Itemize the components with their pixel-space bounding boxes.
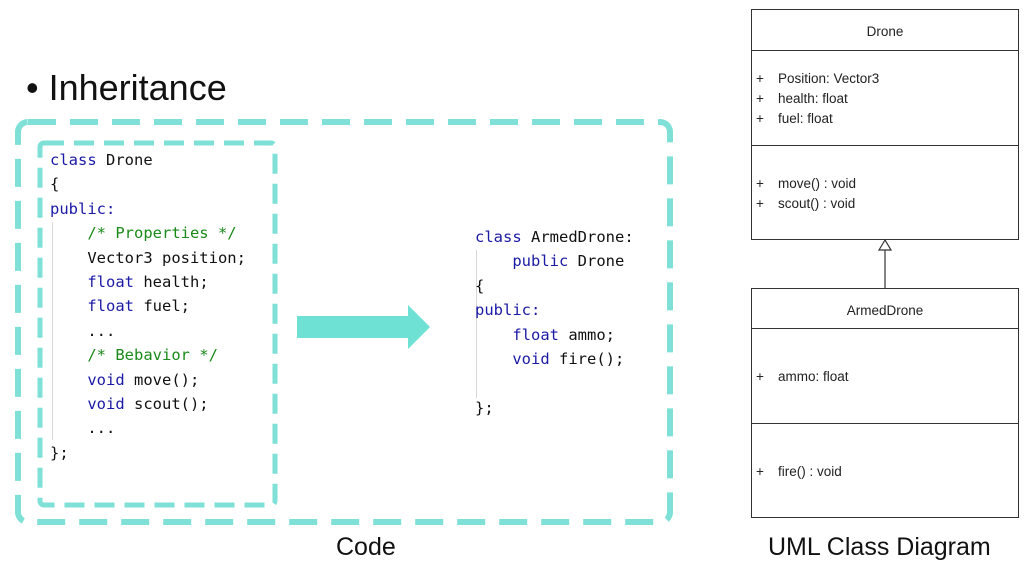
code-line: ... xyxy=(50,416,246,440)
outer-dashed-frame xyxy=(15,119,673,525)
indent-guide-right xyxy=(476,250,477,398)
uml-attribute: +ammo: float xyxy=(756,369,849,384)
code-keyword: class xyxy=(475,228,522,246)
code-comment: /* Properties */ xyxy=(87,224,237,243)
code-keyword: class xyxy=(50,151,97,169)
code-line: public: xyxy=(50,197,246,221)
code-text: ammo; xyxy=(559,325,615,344)
code-text: fuel; xyxy=(134,297,190,316)
code-keyword: void xyxy=(87,370,125,389)
uml-divider xyxy=(752,328,1018,329)
code-text: Vector3 position; xyxy=(50,248,246,267)
code-line: public: xyxy=(475,298,634,322)
uml-operation: +scout() : void xyxy=(756,196,856,211)
code-text: { xyxy=(50,175,60,194)
code-keyword: void xyxy=(512,350,550,369)
uml-class-drone: Drone +Position: Vector3 +health: float … xyxy=(751,9,1019,240)
title-text: Inheritance xyxy=(48,67,227,108)
uml-attribute: +Position: Vector3 xyxy=(756,71,880,86)
code-keyword: public: xyxy=(50,199,116,218)
code-line: Vector3 position; xyxy=(50,246,246,270)
right-arrow-icon xyxy=(297,305,430,349)
code-keyword: float xyxy=(87,273,134,292)
uml-class-name: Drone xyxy=(866,24,904,39)
code-frame-graphics xyxy=(15,119,673,525)
code-text xyxy=(475,326,512,344)
code-text: }; xyxy=(50,443,69,462)
code-text: fire(); xyxy=(549,350,625,369)
code-comment: /* Bebavior */ xyxy=(87,346,218,365)
code-text: ... xyxy=(50,419,116,438)
code-line: ... xyxy=(50,319,246,343)
code-line: { xyxy=(475,274,634,298)
code-text: }; xyxy=(475,398,494,417)
uml-divider xyxy=(752,145,1018,146)
uml-operation: +move() : void xyxy=(756,176,857,191)
code-keyword: public xyxy=(512,252,569,271)
uml-divider xyxy=(752,50,1018,51)
uml-divider xyxy=(752,423,1018,424)
code-keyword: float xyxy=(512,325,559,344)
inner-dashed-frame xyxy=(37,140,278,508)
code-line: void fire(); xyxy=(475,347,634,371)
code-text xyxy=(50,371,87,389)
code-keyword: public: xyxy=(475,301,541,320)
uml-caption: UML Class Diagram xyxy=(768,533,991,561)
uml-operation: +fire() : void xyxy=(756,464,842,479)
code-text xyxy=(50,395,87,413)
code-line: public Drone xyxy=(475,249,634,273)
uml-class-armed-drone: ArmedDrone +ammo: float +fire() : void xyxy=(751,288,1019,518)
code-line: { xyxy=(50,172,246,196)
drone-code-block: class Drone { public: /* Properties */ Vec… xyxy=(50,148,246,465)
code-line: }; xyxy=(50,441,246,465)
code-keyword: float xyxy=(87,297,134,316)
code-line: float fuel; xyxy=(50,294,246,318)
code-text xyxy=(50,273,87,291)
code-line: /* Bebavior */ xyxy=(50,343,246,367)
code-text: health; xyxy=(134,273,209,292)
code-text: Drone xyxy=(96,151,153,169)
code-text xyxy=(475,252,512,270)
code-text xyxy=(50,297,87,315)
indent-guide-left xyxy=(52,222,53,440)
code-line xyxy=(475,371,634,395)
code-line: float ammo; xyxy=(475,323,634,347)
code-line: float health; xyxy=(50,270,246,294)
code-text xyxy=(50,346,87,364)
code-line: /* Properties */ xyxy=(50,221,246,245)
code-line: void scout(); xyxy=(50,392,246,416)
armed-drone-code-block: class ArmedDrone: public Drone { public: f… xyxy=(475,225,634,420)
code-text: ... xyxy=(50,321,116,340)
uml-attribute: +health: float xyxy=(756,91,848,106)
uml-attribute: +fuel: float xyxy=(756,111,833,126)
code-text: ArmedDrone: xyxy=(521,228,634,246)
code-text: { xyxy=(475,276,485,295)
bullet-point: • xyxy=(26,67,39,108)
code-text: scout(); xyxy=(124,395,209,414)
code-text: move(); xyxy=(124,370,200,389)
code-line: class ArmedDrone: xyxy=(475,225,634,249)
code-line: class Drone xyxy=(50,148,246,172)
code-keyword: void xyxy=(87,395,125,414)
code-caption: Code xyxy=(336,533,396,561)
code-line: }; xyxy=(475,396,634,420)
slide-title: •Inheritance xyxy=(26,66,227,110)
generalization-arrow-icon xyxy=(877,238,893,251)
code-line: void move(); xyxy=(50,368,246,392)
code-text xyxy=(50,224,87,242)
code-text: Drone xyxy=(568,252,625,271)
uml-class-name: ArmedDrone xyxy=(846,303,924,318)
inheritance-connector xyxy=(877,238,893,288)
code-text xyxy=(475,350,512,368)
